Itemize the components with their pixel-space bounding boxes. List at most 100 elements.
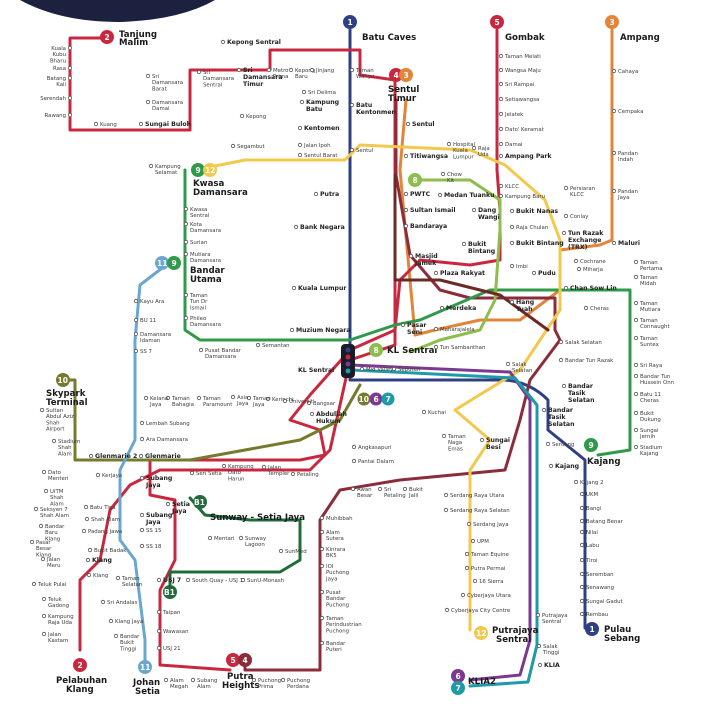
station-rembau[interactable]: Rembau [586,612,608,618]
terminal-badge-kajang[interactable]: 9 Kajang [584,438,620,467]
station-petaling[interactable]: Petaling [297,472,319,478]
station-setiawangsa[interactable]: Setiawangsa [505,97,539,103]
terminal-badge-kl-sentral-mono[interactable]: 8 KL Sentral [369,343,437,357]
station-kuchai[interactable]: Kuchai [428,410,446,416]
station-kerinchi[interactable]: Kerinchi [272,397,294,403]
station-ara-damansara[interactable]: Ara Damansara [146,437,188,443]
station-south-quay[interactable]: South Quay - USJ 1 [192,578,243,584]
station-ss15[interactable]: SS 15 [146,528,161,534]
terminal-badge-tanjung-malim[interactable]: 2 Tanjung Malim [100,30,157,48]
terminal-badge-gombak[interactable]: 5 Gombak [490,15,545,43]
station-conlay[interactable]: Conlay [570,214,589,220]
station-bank-negara[interactable]: Bank Negara [300,224,345,231]
station-sri-rampai[interactable]: Sri Rampai [505,82,534,88]
station-mid-valley[interactable]: Mid Valley [366,367,394,373]
station-sentul2[interactable]: Sentul [412,121,435,128]
station-chan-sow-lin[interactable]: Chan Sow Lin [570,285,617,292]
station-taipan[interactable]: Taipan [162,610,180,616]
terminal-badge-ampang[interactable]: 3 Ampang [605,15,660,43]
terminal-badge-pelabuhan-klang[interactable]: 2 Pelabuhan Klang [56,658,107,695]
station-jalan-ipoh[interactable]: Jalan Ipoh [303,143,331,149]
station-klia[interactable]: KLIA [544,662,560,669]
station-upm[interactable]: UPM [477,539,489,545]
station-kayu-ara[interactable]: Kayu Ara [140,299,164,305]
station-batu-tiga[interactable]: Batu Tiga [90,505,116,511]
station-klcc[interactable]: KLCC [505,184,519,190]
station-klang[interactable]: Klang [92,557,112,564]
station-wangsa-maju[interactable]: Wangsa Maju [505,68,541,74]
station-cyberjaya-utara[interactable]: Cyberjaya Utara [467,593,511,599]
station-pwtc[interactable]: PWTC [410,191,431,198]
station-tiroi[interactable]: Tiroi [585,558,598,564]
station-plaza-rakyat[interactable]: Plaza Rakyat [440,270,485,277]
station-batang-benar[interactable]: Batang Benar [586,519,624,525]
station-raja-chulan[interactable]: Raja Chulan [516,225,548,231]
station-putra[interactable]: Putra [320,191,339,198]
station-nilai[interactable]: Nilai [586,530,598,536]
station-bangi[interactable]: Bangi [586,506,601,512]
station-jinjang[interactable]: Jinjang [315,68,334,74]
terminal-badge-monorail[interactable]: 8 [408,173,422,187]
station-sungai-buloh[interactable]: Sungai Buloh [145,121,191,128]
station-klang2[interactable]: Klang [93,573,108,579]
station-serdang-raya-selatan[interactable]: Serdang Raya Selatan [450,508,510,514]
terminal-badge-skypark[interactable]: 10 Skypark Terminal [46,373,88,408]
station-ampang-park[interactable]: Ampang Park [505,153,552,160]
station-kentomen[interactable]: Kentomen [304,125,340,132]
station-cochrane[interactable]: Cochrane [580,259,606,265]
station-usj21[interactable]: USJ 21 [163,646,181,652]
station-sentul[interactable]: Sentul [356,148,373,154]
station-sri-raya[interactable]: Sri Raya [640,363,662,369]
station-surian[interactable]: Surian [190,240,207,246]
station-kajang2[interactable]: Kajang 2 [580,480,604,486]
terminal-badge-kwasa-damansara[interactable]: 9 12 Kwasa Damansara [191,163,248,198]
terminal-badge-brt-setia-jaya[interactable]: B1 Sunway - Setia Jaya [193,495,305,523]
station-seputeh[interactable]: Seputeh [398,367,420,373]
station-klang-jaya[interactable]: Klang Jaya [115,619,143,625]
station-serdang-jaya[interactable]: Serdang Jaya [473,522,509,528]
station-tun-sambanthan[interactable]: Tun Sambanthan [439,345,485,351]
station-salak-selatan[interactable]: Salak Selatan [565,340,602,346]
station-maharajalela[interactable]: Maharajalela [440,327,475,333]
station-16-sierra[interactable]: 16 Sierra [479,579,503,585]
terminal-badge-kl-sentral-group[interactable]: 10 6 7 [357,392,395,406]
station-kampung-baru[interactable]: Kampung Baru [505,194,545,200]
